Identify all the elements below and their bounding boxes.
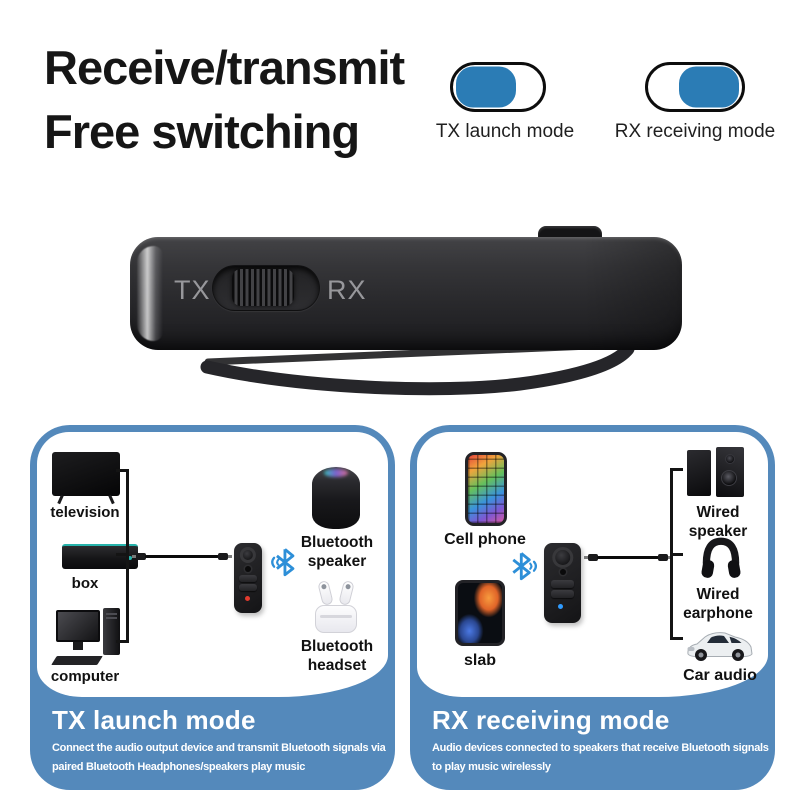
bracket-tick [672, 468, 683, 471]
headphones-icon [701, 537, 741, 578]
bluetooth-adapter-device: TX RX [130, 237, 682, 350]
panel-title: TX launch mode [52, 705, 256, 735]
source-label: computer [50, 668, 120, 685]
smart-speaker-icon [312, 467, 360, 529]
smartphone-icon [465, 452, 507, 526]
panel-description: to play music wirelessly [432, 761, 551, 773]
bracket-tick [672, 553, 683, 556]
bracket-tick [116, 553, 127, 556]
red-led [244, 596, 250, 602]
device-tx-label: TX [174, 275, 211, 305]
tv-icon [52, 452, 120, 496]
device-edge-highlight [137, 246, 163, 341]
headline-line-1: Receive/transmit [44, 41, 405, 94]
slider-knob [232, 269, 294, 306]
source-label: Cell phone [444, 531, 526, 548]
output-label: Bluetooth headset [300, 638, 374, 675]
rx-panel-footer: RX receiving mode Audio devices connecte… [410, 697, 775, 790]
toggle-knob [679, 66, 739, 108]
tx-mode-panel: television box computer [30, 425, 395, 790]
output-label: Bluetooth speaker [300, 534, 374, 571]
rx-mode-toggle[interactable] [645, 62, 745, 112]
rx-toggle-label: RX receiving mode [614, 121, 776, 142]
panel-title: RX receiving mode [432, 705, 670, 735]
toggle-knob [456, 66, 516, 108]
blue-led [558, 603, 564, 609]
aux-cable [584, 553, 672, 561]
car-icon [687, 632, 753, 661]
aux-cable [132, 552, 232, 560]
panel-description: Audio devices connected to speakers that… [432, 742, 769, 754]
bluetooth-icon [271, 548, 295, 577]
device-mode-slider [212, 265, 320, 311]
earbuds-icon [313, 580, 359, 633]
panel-description: Connect the audio output device and tran… [52, 742, 386, 754]
bluetooth-adapter-icon [234, 543, 262, 613]
connection-bracket [126, 469, 129, 643]
output-label: Car audio [683, 667, 757, 684]
source-label: television [50, 504, 120, 521]
bracket-tick [116, 640, 127, 643]
bracket-tick [116, 469, 127, 472]
tx-mode-toggle[interactable] [450, 62, 546, 112]
panel-description: paired Bluetooth Headphones/speakers pla… [52, 761, 306, 773]
bookshelf-speakers-icon [687, 447, 749, 499]
desktop-computer-icon [51, 608, 120, 665]
bluetooth-icon [512, 552, 538, 581]
bracket-tick [672, 637, 683, 640]
tablet-icon [455, 580, 505, 646]
tx-panel-footer: TX launch mode Connect the audio output … [30, 697, 395, 790]
bluetooth-adapter-icon [544, 543, 581, 623]
device-rx-label: RX [327, 275, 367, 305]
source-label: box [71, 575, 99, 592]
output-label: Wired speaker [688, 504, 748, 541]
rx-mode-panel: Cell phone slab W [410, 425, 775, 790]
set-top-box-icon [62, 544, 138, 569]
connection-bracket [670, 468, 673, 640]
tx-toggle-label: TX launch mode [435, 121, 575, 142]
output-label: Wired earphone [683, 586, 753, 623]
headline-line-2: Free switching [44, 105, 360, 158]
source-label: slab [463, 652, 496, 669]
